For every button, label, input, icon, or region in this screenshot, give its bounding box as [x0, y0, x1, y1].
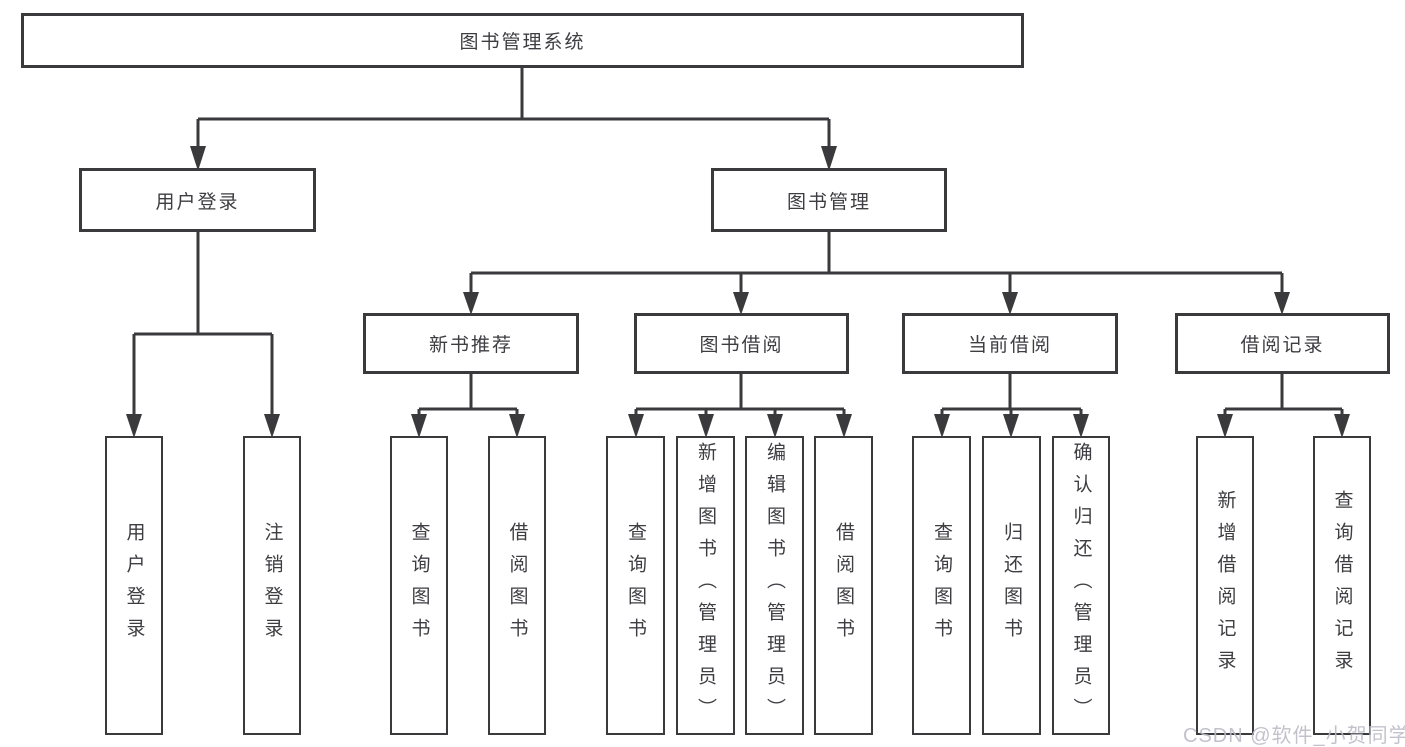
node-label: 确认归还（管理员） [1070, 441, 1092, 730]
leaf-edit-books-admin: 编辑图书（管理员） [745, 436, 804, 735]
leaf-logout: 注销登录 [243, 436, 301, 735]
node-root-system: 图书管理系统 [21, 13, 1024, 68]
node-label: 图书借阅 [699, 335, 784, 356]
leaf-add-borrow-record: 新增借阅记录 [1196, 436, 1254, 735]
node-label: 借阅记录 [1240, 335, 1325, 356]
node-label: 图书管理 [786, 191, 871, 213]
leaf-user-login: 用户登录 [105, 436, 163, 735]
leaf-query-books-current: 查询图书 [912, 436, 971, 735]
leaf-add-books-admin: 新增图书（管理员） [676, 436, 735, 735]
node-label: 用户登录 [123, 521, 145, 650]
connector-stroke-group [132, 66, 1344, 416]
node-label: 归还图书 [1001, 521, 1022, 650]
node-book-borrowing: 图书借阅 [634, 313, 849, 374]
node-label: 编辑图书（管理员） [764, 441, 785, 730]
node-label: 注销登录 [261, 521, 283, 650]
node-label: 新增图书（管理员） [695, 441, 716, 730]
leaf-query-borrow-record: 查询借阅记录 [1313, 436, 1371, 735]
node-label: 新增借阅记录 [1214, 489, 1236, 682]
leaf-return-books: 归还图书 [982, 436, 1041, 735]
node-current-borrowing: 当前借阅 [902, 313, 1118, 374]
node-label: 当前借阅 [967, 335, 1052, 356]
node-label: 新书推荐 [428, 335, 513, 356]
node-label: 借阅图书 [506, 521, 528, 650]
node-book-management-module: 图书管理 [711, 168, 947, 232]
leaf-borrow-books: 借阅图书 [814, 436, 873, 735]
node-new-book-recommend: 新书推荐 [363, 313, 579, 374]
node-label: 图书管理系统 [459, 32, 586, 53]
node-label: 查询借阅记录 [1331, 489, 1353, 682]
leaf-confirm-return-admin: 确认归还（管理员） [1052, 436, 1110, 735]
node-label: 用户登录 [155, 191, 240, 213]
node-label: 查询图书 [625, 521, 646, 650]
node-label: 查询图书 [408, 521, 430, 650]
arrowhead-group [126, 146, 1350, 438]
node-label: 查询图书 [931, 521, 952, 650]
leaf-query-books-borrowing: 查询图书 [606, 436, 665, 735]
leaf-query-books-recommend: 查询图书 [390, 436, 448, 735]
node-label: 借阅图书 [833, 521, 854, 650]
leaf-borrow-books-recommend: 借阅图书 [488, 436, 546, 735]
csdn-watermark: CSDN @软件_小贺同学 [1183, 725, 1405, 747]
node-user-login-module: 用户登录 [79, 168, 316, 232]
node-borrowing-records: 借阅记录 [1175, 313, 1390, 374]
